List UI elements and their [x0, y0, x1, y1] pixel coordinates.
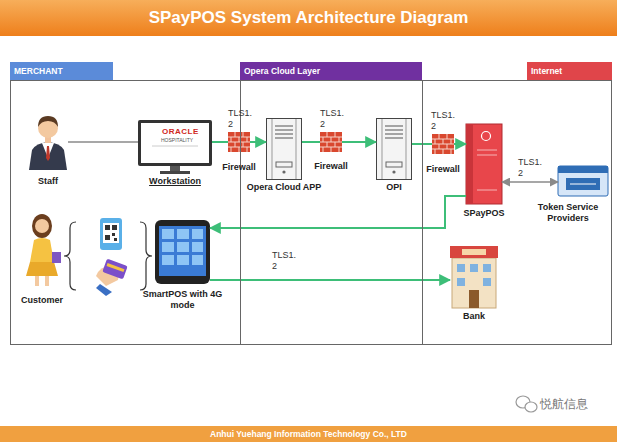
title: SPayPOS System Architecture Diagram: [0, 0, 617, 36]
node-box: SmartPOS with 4G mode: [155, 220, 210, 284]
node-label: Opera Cloud APP: [247, 182, 322, 193]
node-label: Bank: [463, 311, 485, 322]
connector: [502, 181, 558, 183]
region-header: MERCHANT: [10, 62, 113, 80]
node-label: Firewall: [314, 161, 348, 172]
node-label: OPI: [386, 182, 402, 193]
node-box: Staff: [28, 112, 68, 170]
node-box: Bank: [450, 246, 498, 308]
edge-label: TLS1. 2: [518, 157, 544, 179]
connector: [342, 141, 376, 143]
text-label: HOSPITALITY: [161, 137, 193, 143]
region-band: MERCHANTStaffWorkstationCustomerSmartPOS…: [10, 80, 240, 345]
node-box: Token Service Providers: [558, 166, 608, 196]
node-label: Firewall: [222, 162, 256, 173]
connector: [212, 141, 228, 143]
connector: [210, 196, 466, 228]
text-label: 悦航信息: [540, 396, 588, 413]
node-label: Workstation: [149, 176, 201, 187]
node-label: Token Service Providers: [533, 202, 603, 224]
edge-label: TLS1. 2: [228, 108, 254, 130]
connector: [68, 141, 138, 143]
node-box: Firewall: [432, 134, 454, 154]
connector: [210, 279, 450, 281]
node-box: Firewall: [320, 132, 342, 152]
edge-label: TLS1. 2: [272, 250, 298, 272]
edge-label: TLS1. 2: [431, 110, 457, 132]
node-box: OPI: [376, 118, 412, 180]
edge-label: TLS1. 2: [320, 108, 346, 130]
node-label: Firewall: [426, 164, 460, 175]
node-box: Opera Cloud APP: [266, 118, 302, 180]
node-box: SPayPOS: [466, 124, 502, 204]
connector: [454, 143, 466, 145]
node-box: Customer: [22, 214, 62, 286]
node-label: Customer: [21, 295, 63, 306]
connector: [250, 141, 266, 143]
region-header: Internet: [527, 62, 612, 80]
text-label: ORACLE: [162, 127, 199, 136]
region-band: Opera Cloud LayerFirewallOpera Cloud APP…: [240, 80, 422, 345]
connector: [302, 141, 320, 143]
node-label: Staff: [38, 176, 58, 187]
node-box: Firewall: [228, 132, 250, 152]
region-header: Opera Cloud Layer: [240, 62, 422, 80]
node-label: SPayPOS: [463, 208, 504, 219]
caption: Anhui Yuehang Information Technology Co.…: [0, 426, 617, 442]
node-label: SmartPOS with 4G mode: [141, 289, 225, 311]
